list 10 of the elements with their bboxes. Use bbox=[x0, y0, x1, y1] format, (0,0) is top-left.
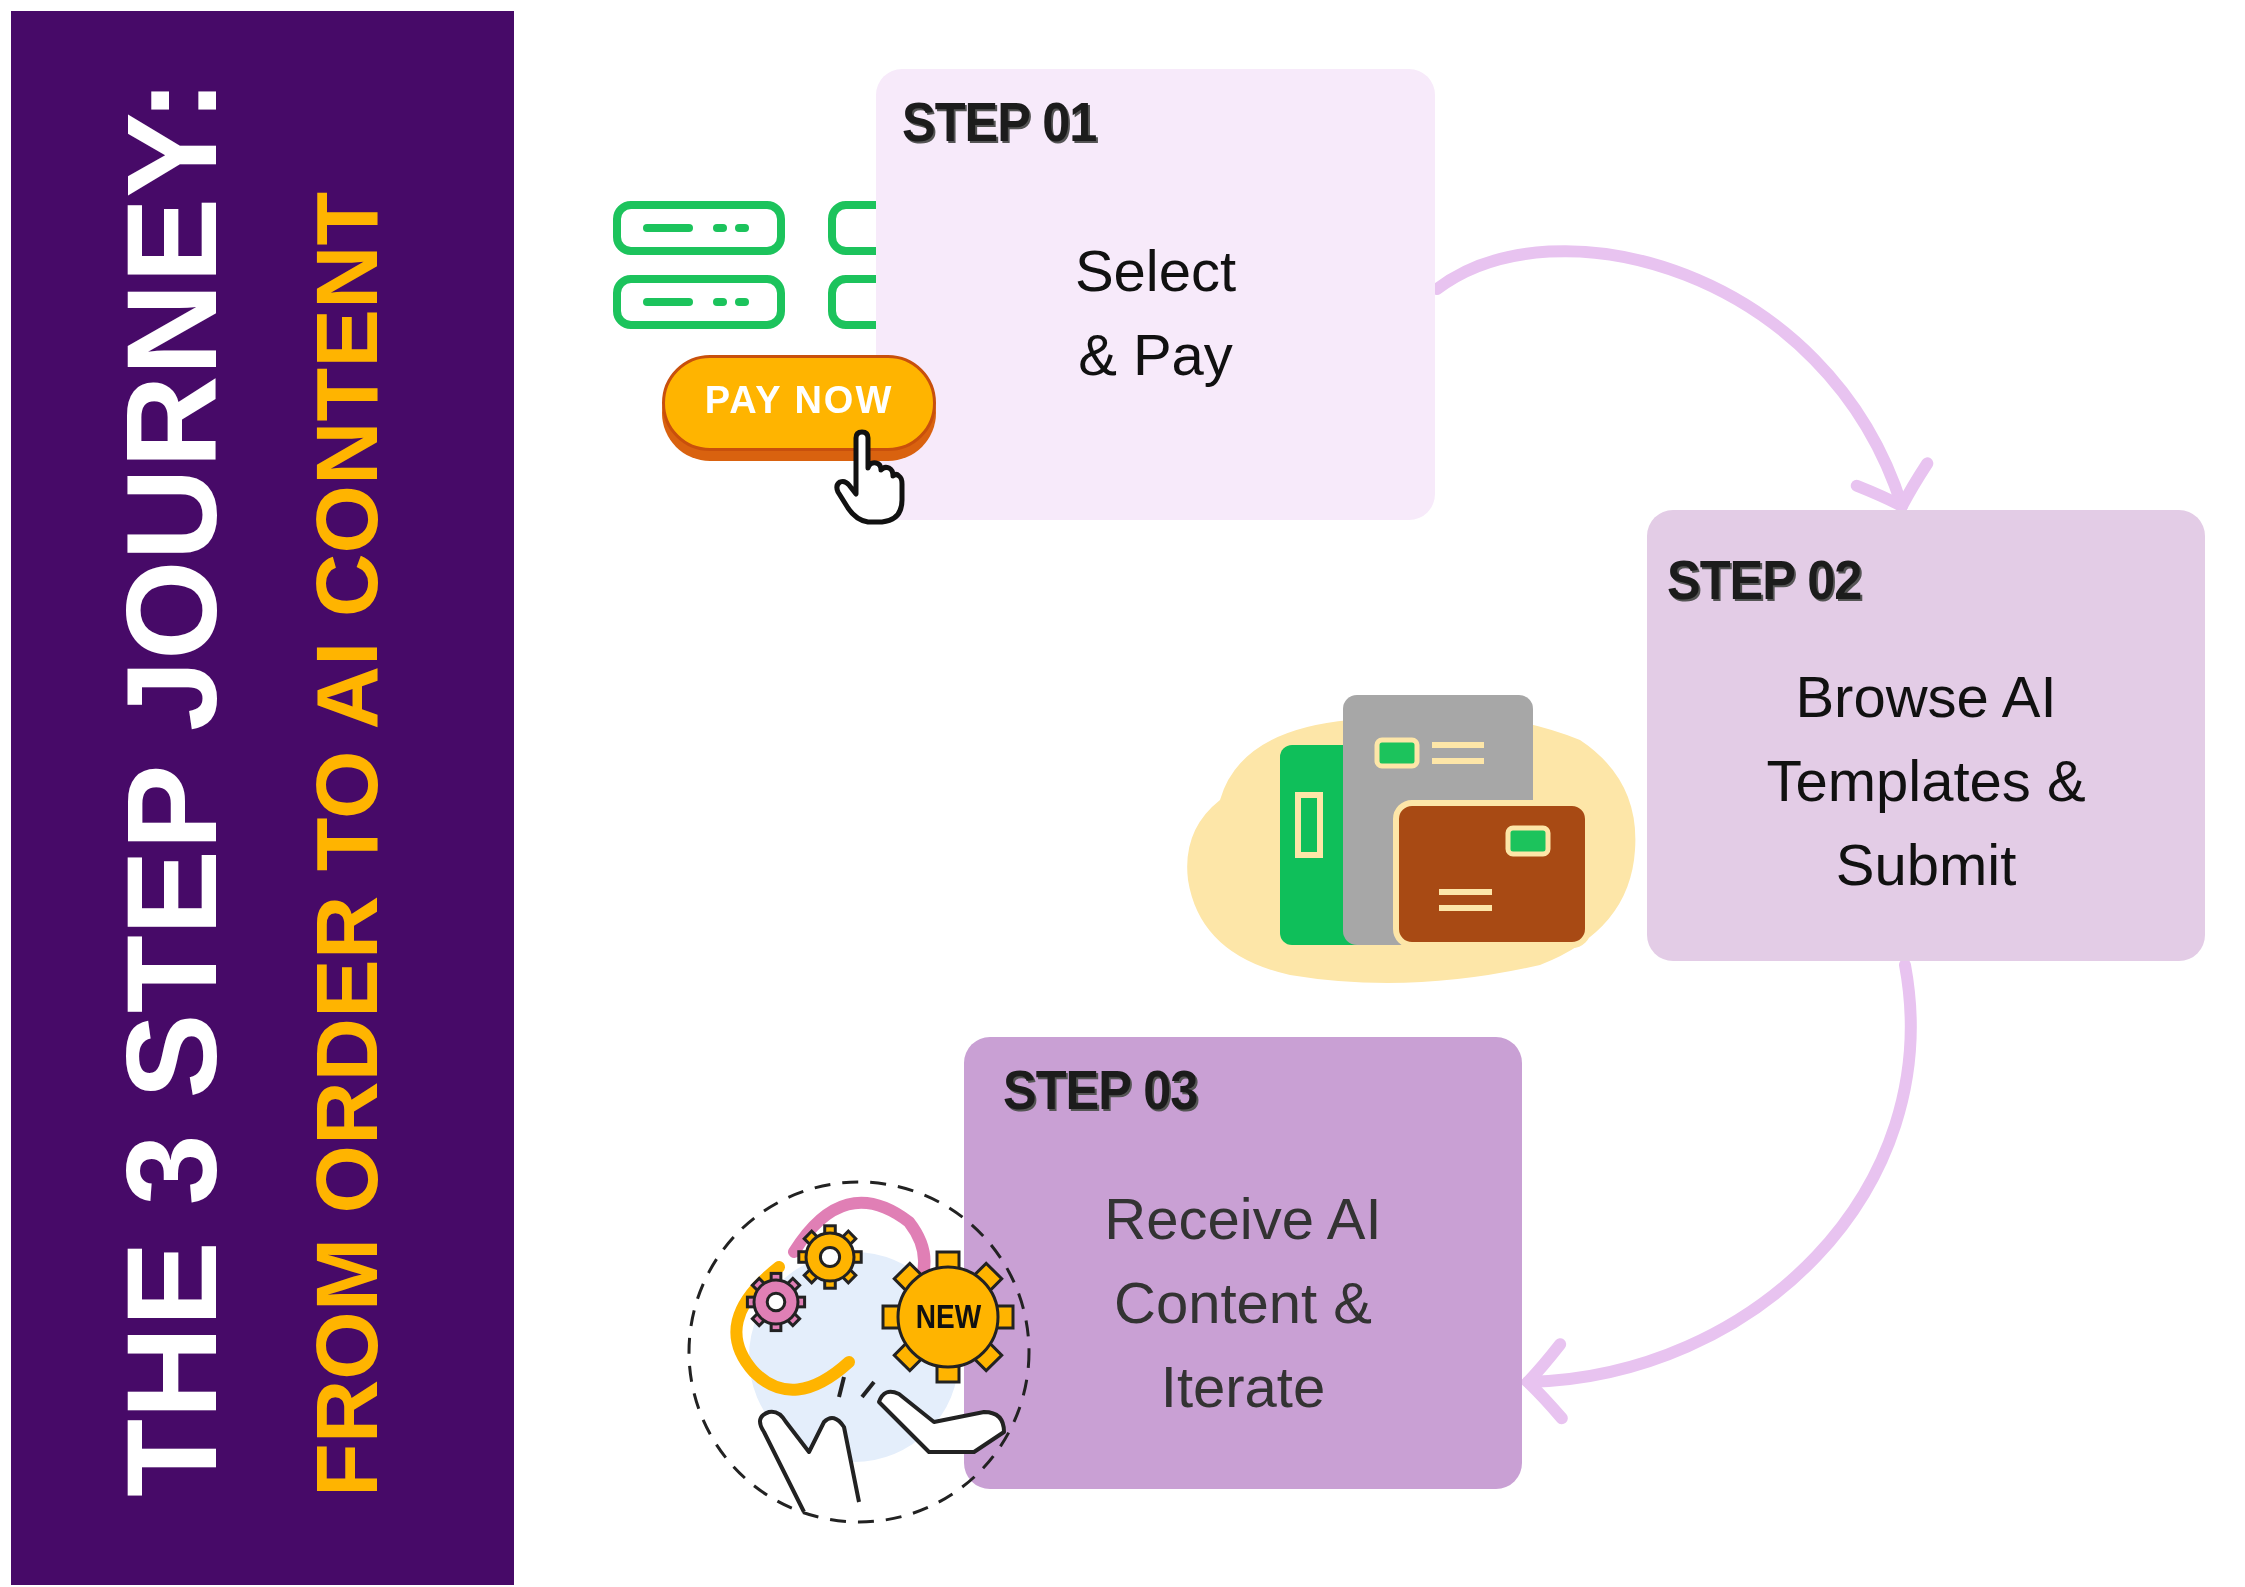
subtitle: FROM ORDER TO AI CONTENT bbox=[302, 190, 392, 1497]
step-description: Receive AI Content & Iterate bbox=[1103, 1185, 1383, 1421]
title: THE 3 STEP JOURNEY: bbox=[112, 78, 232, 1497]
step-heading: STEP 02 bbox=[1667, 547, 1862, 612]
step-description: Browse AI Templates & Submit bbox=[1765, 663, 2087, 899]
step-description: Select & Pay bbox=[1073, 237, 1238, 389]
gear-label: NEW bbox=[915, 1298, 981, 1336]
step-card bbox=[1647, 510, 2205, 961]
step-heading: STEP 03 bbox=[1003, 1057, 1198, 1122]
step-heading: STEP 01 bbox=[902, 89, 1097, 154]
